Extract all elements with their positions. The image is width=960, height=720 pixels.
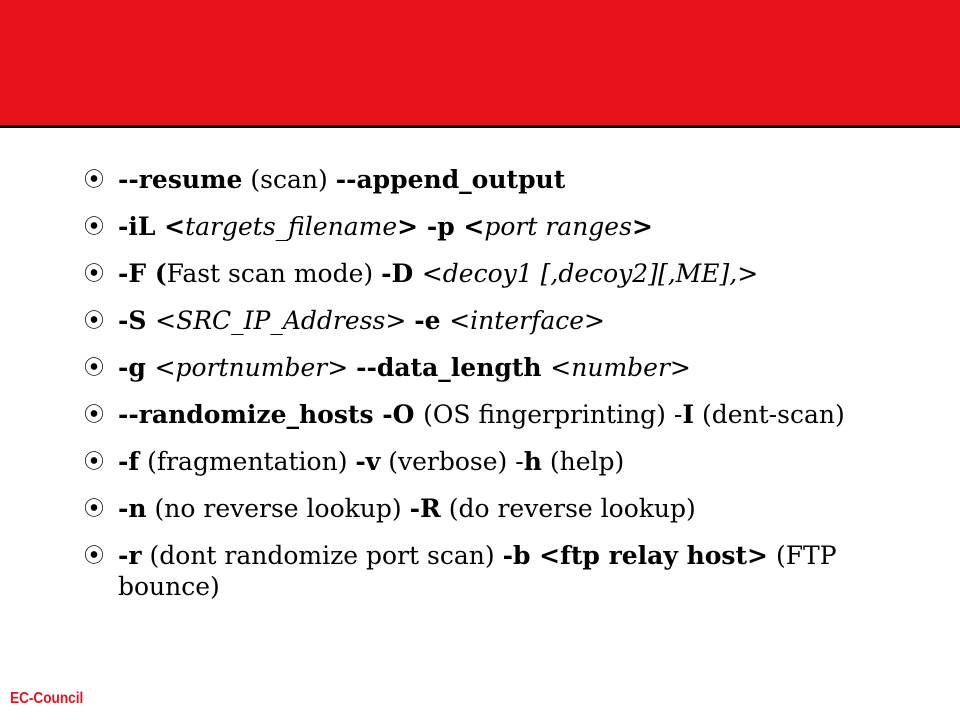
list-item-text: -n (no reverse lookup) -R (do reverse lo…: [118, 493, 914, 524]
text-segment: (dont randomize port scan): [141, 541, 503, 570]
list-item: ⦿ -iL <targets_filename> -p <port ranges>: [84, 211, 914, 242]
circled-dot-icon: ⦿: [84, 355, 104, 379]
text-segment: h: [523, 447, 542, 476]
list-item: ⦿ -S <SRC_IP_Address> -e <interface>: [84, 305, 914, 336]
text-segment: <number>: [550, 353, 691, 382]
text-segment: --append_output: [335, 165, 566, 194]
list-item: ⦿ --randomize_hosts -O (OS fingerprinting…: [84, 399, 914, 430]
text-segment: -F (: [118, 259, 167, 288]
text-segment: <interface>: [449, 306, 605, 335]
text-segment: --data_length: [356, 353, 551, 382]
text-segment: -n: [118, 494, 147, 523]
text-segment: -g: [118, 353, 155, 382]
text-segment: port ranges: [484, 212, 632, 241]
text-segment: (no reverse lookup): [146, 494, 410, 523]
list-item-text: -f (fragmentation) -v (verbose) -h (help…: [118, 446, 914, 477]
circled-dot-icon: ⦿: [84, 543, 104, 567]
text-segment: -D: [381, 259, 422, 288]
circled-dot-icon: ⦿: [84, 214, 104, 238]
footer-brand: EC-Council: [10, 690, 84, 707]
text-segment: (dent-scan): [694, 400, 845, 429]
text-segment: <portnumber>: [154, 353, 357, 382]
text-segment: (scan): [242, 165, 336, 194]
circled-dot-icon: ⦿: [84, 496, 104, 520]
text-segment: (help): [541, 447, 625, 476]
text-segment: I: [682, 400, 695, 429]
text-segment: (do reverse lookup): [440, 494, 696, 523]
list-item-text: -r (dont randomize port scan) -b <ftp re…: [118, 540, 914, 602]
circled-dot-icon: ⦿: [84, 449, 104, 473]
list-item-text: -F (Fast scan mode) -D <decoy1 [,decoy2]…: [118, 258, 914, 289]
text-segment: Fast scan mode): [166, 259, 382, 288]
text-segment: <: [164, 212, 186, 241]
list-item: ⦿ -r (dont randomize port scan) -b <ftp r…: [84, 540, 914, 602]
list-item: ⦿ -f (fragmentation) -v (verbose) -h (hel…: [84, 446, 914, 477]
text-segment: -v: [355, 447, 381, 476]
text-segment: -f: [118, 447, 140, 476]
list-item-text: -g <portnumber> --data_length <number>: [118, 352, 914, 383]
text-segment: (verbose) -: [380, 447, 524, 476]
text-segment: <decoy1 [,decoy2][,ME],>: [421, 259, 759, 288]
list-item: ⦿ -n (no reverse lookup) -R (do reverse l…: [84, 493, 914, 524]
text-segment: -S: [118, 306, 156, 335]
list-item: ⦿ --resume (scan) --append_output: [84, 164, 914, 195]
text-segment: >: [631, 212, 653, 241]
text-segment: -e: [414, 306, 450, 335]
text-segment: targets_filename: [185, 212, 398, 241]
circled-dot-icon: ⦿: [84, 261, 104, 285]
text-segment: --resume: [118, 165, 243, 194]
list-item-text: --resume (scan) --append_output: [118, 164, 914, 195]
text-segment: <SRC_IP_Address>: [155, 306, 415, 335]
text-segment: (FTP bounce): [118, 541, 837, 601]
list-item-text: --randomize_hosts -O (OS fingerprinting)…: [118, 399, 914, 430]
text-segment: (OS fingerprinting) -: [423, 400, 683, 429]
text-segment: --randomize_hosts -O: [118, 400, 424, 429]
text-segment: -r: [118, 541, 142, 570]
text-segment: > -p <: [397, 212, 485, 241]
circled-dot-icon: ⦿: [84, 402, 104, 426]
text-segment: -R: [409, 494, 441, 523]
bullet-list: ⦿ --resume (scan) --append_output ⦿ -iL <ta…: [84, 164, 914, 618]
title-bar: [0, 0, 960, 128]
list-item-text: -S <SRC_IP_Address> -e <interface>: [118, 305, 914, 336]
list-item: ⦿ -F (Fast scan mode) -D <decoy1 [,decoy2…: [84, 258, 914, 289]
text-segment: -iL: [118, 212, 165, 241]
circled-dot-icon: ⦿: [84, 167, 104, 191]
circled-dot-icon: ⦿: [84, 308, 104, 332]
text-segment: -b <ftp relay host>: [502, 541, 768, 570]
list-item: ⦿ -g <portnumber> --data_length <number>: [84, 352, 914, 383]
list-item-text: -iL <targets_filename> -p <port ranges>: [118, 211, 914, 242]
text-segment: (fragmentation): [139, 447, 356, 476]
